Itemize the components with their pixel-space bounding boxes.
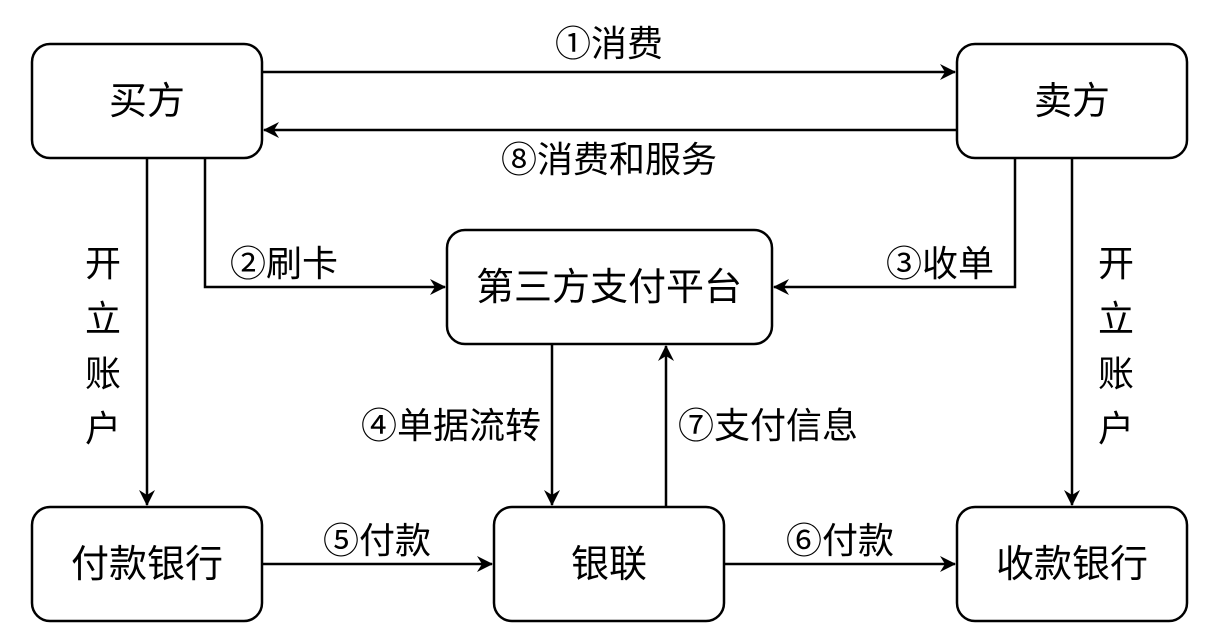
edge-5-label: ⑤付款 bbox=[323, 521, 431, 562]
node-payer-bank: 付款银行 bbox=[30, 505, 264, 623]
open-account-left-char: 开 bbox=[85, 244, 121, 285]
node-platform: 第三方支付平台 bbox=[445, 228, 774, 346]
open-account-left-char: 户 bbox=[85, 409, 121, 450]
node-unionpay-label: 银联 bbox=[571, 542, 647, 586]
open-account-left-char: 立 bbox=[85, 299, 121, 340]
edge-3-acquire bbox=[773, 158, 1017, 295]
open-account-right-char: 立 bbox=[1098, 299, 1134, 340]
node-buyer-label: 买方 bbox=[109, 79, 185, 123]
edge-7-label: ⑦支付信息 bbox=[678, 406, 858, 447]
node-platform-label: 第三方支付平台 bbox=[476, 265, 742, 309]
open-account-left-char: 账 bbox=[85, 354, 121, 395]
open-account-right-char: 开 bbox=[1098, 244, 1134, 285]
node-seller-label: 卖方 bbox=[1034, 79, 1110, 123]
edge-2-label: ②刷卡 bbox=[230, 244, 338, 285]
open-account-right-char: 账 bbox=[1098, 354, 1134, 395]
edge-1-label: ①消费 bbox=[555, 24, 663, 65]
node-buyer: 买方 bbox=[30, 42, 264, 160]
edge-3-label: ③收单 bbox=[886, 244, 994, 285]
edge-8-label: ⑧消费和服务 bbox=[501, 140, 717, 181]
edge-4-label: ④单据流转 bbox=[361, 406, 541, 447]
node-payee-bank-label: 收款银行 bbox=[996, 542, 1148, 586]
edge-2-swipe-card bbox=[203, 158, 446, 295]
node-unionpay: 银联 bbox=[492, 505, 726, 623]
edge-6-label: ⑥付款 bbox=[786, 521, 894, 562]
open-account-left-label: 开 立 账 户 bbox=[85, 244, 121, 450]
open-account-right-label: 开 立 账 户 bbox=[1098, 244, 1134, 450]
node-payee-bank: 收款银行 bbox=[955, 505, 1189, 623]
open-account-right-char: 户 bbox=[1098, 409, 1134, 450]
node-payer-bank-label: 付款银行 bbox=[71, 542, 223, 586]
node-seller: 卖方 bbox=[955, 42, 1189, 160]
